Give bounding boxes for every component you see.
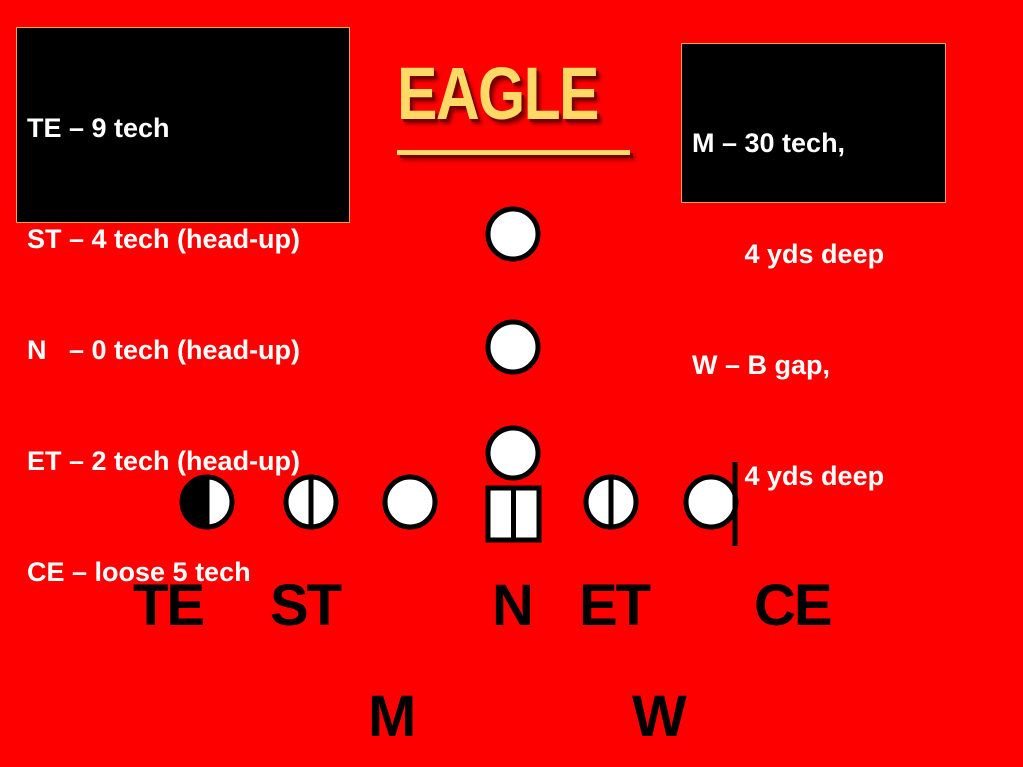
linebacker-notes-box: M – 30 tech, 4 yds deep W – B gap, 4 yds… xyxy=(681,43,946,491)
backfield-icon-middle xyxy=(485,319,541,375)
note-line-st: ST – 4 tech (head-up) xyxy=(27,224,301,254)
position-label-m: M xyxy=(368,684,416,749)
position-label-st: ST xyxy=(270,573,342,638)
note-line-et: ET – 2 tech (head-up) xyxy=(27,446,301,476)
end-tackle-split-circle-icon xyxy=(583,474,639,530)
position-label-w: W xyxy=(632,684,687,749)
position-label-ce: CE xyxy=(754,573,833,638)
guard-circle-icon xyxy=(382,474,438,530)
technique-notes-box: TE – 9 tech ST – 4 tech (head-up) N – 0 … xyxy=(16,27,350,587)
tight-end-half-filled-circle-icon xyxy=(179,474,235,530)
note-line-m: M – 30 tech, xyxy=(692,128,846,158)
crash-end-circle-with-line-icon xyxy=(683,462,739,546)
note-line-w-depth: 4 yds deep xyxy=(692,461,885,491)
title-underline xyxy=(397,150,630,155)
position-label-et: ET xyxy=(579,573,651,638)
position-label-te: TE xyxy=(133,573,205,638)
note-line-n: N – 0 tech (head-up) xyxy=(27,335,301,365)
note-line-w: W – B gap, xyxy=(692,350,831,380)
note-line-m-depth: 4 yds deep xyxy=(692,239,885,269)
backfield-icon-deep xyxy=(485,206,541,262)
backfield-icon-quarterback xyxy=(485,425,541,481)
page-title: EAGLE xyxy=(397,52,599,135)
note-line-te: TE – 9 tech xyxy=(27,113,170,143)
center-square-split-icon xyxy=(485,485,542,543)
position-label-n: N xyxy=(492,573,534,638)
strong-tackle-split-circle-icon xyxy=(283,474,339,530)
note-line-ce: CE – loose 5 tech xyxy=(27,557,251,587)
